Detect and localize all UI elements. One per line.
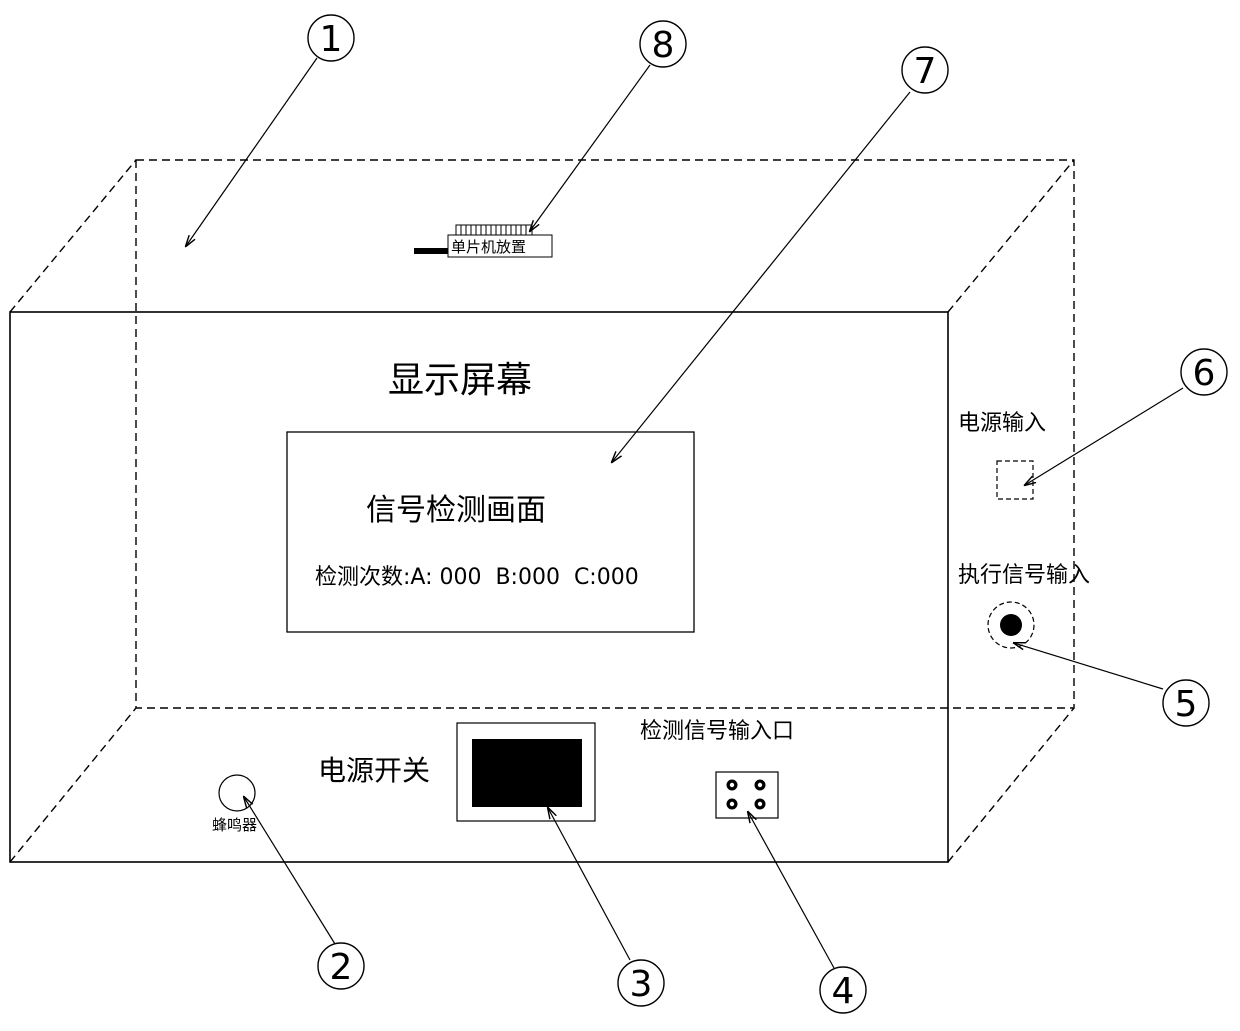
- callout-7: 7: [902, 47, 948, 93]
- callout-8: 8: [640, 21, 686, 67]
- leader-4: [748, 812, 834, 968]
- callout-4: 4: [820, 967, 866, 1013]
- callout-1: 1: [308, 15, 354, 61]
- callout-2: 2: [318, 943, 364, 989]
- callout-3: 3: [618, 960, 664, 1006]
- svg-text:1: 1: [320, 19, 343, 60]
- leader-6: [1025, 388, 1183, 485]
- exec-signal-jack: [1000, 614, 1022, 636]
- callout-6: 6: [1181, 349, 1227, 395]
- leader-8: [530, 65, 650, 231]
- svg-text:3: 3: [630, 964, 653, 1005]
- buzzer-label: 蜂鸣器: [212, 816, 257, 834]
- leader-2: [244, 797, 335, 944]
- svg-text:4: 4: [832, 971, 855, 1012]
- svg-text:6: 6: [1193, 353, 1216, 394]
- exec-signal-input-label: 执行信号输入: [958, 563, 1090, 588]
- svg-text:2: 2: [330, 947, 353, 988]
- power-input-label: 电源输入: [958, 411, 1046, 436]
- leader-5: [1014, 643, 1163, 689]
- callout-5: 5: [1163, 680, 1209, 726]
- signal-screen-title: 信号检测画面: [366, 493, 546, 528]
- detection-count-readout: 检测次数:A: 000 B:000 C:000: [315, 565, 639, 590]
- detect-signal-port: [716, 772, 778, 818]
- signal-screen: [287, 432, 694, 632]
- leader-1: [186, 58, 317, 246]
- leader-3: [548, 808, 630, 960]
- svg-text:5: 5: [1175, 684, 1198, 725]
- display-screen-label: 显示屏幕: [388, 360, 532, 401]
- svg-text:7: 7: [914, 51, 937, 92]
- power-switch-label: 电源开关: [318, 754, 430, 787]
- svg-text:8: 8: [652, 25, 675, 66]
- leader-7: [612, 92, 910, 462]
- power-input-port: [997, 461, 1033, 499]
- mcu-placement-label: 单片机放置: [451, 238, 526, 256]
- power-switch: [472, 739, 582, 807]
- detect-signal-port-label: 检测信号输入口: [640, 719, 794, 744]
